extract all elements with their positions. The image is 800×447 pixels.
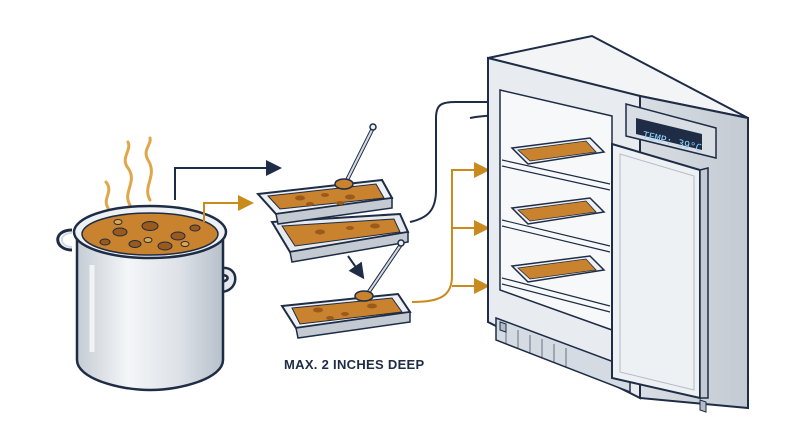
ladle-icon [354,239,405,302]
hotel-pan-icon [280,292,412,339]
hotel-pan-icon [510,137,606,165]
hotel-pan-icon [510,197,606,225]
flow-arrow-icon [174,160,282,222]
wire-shelf-icon [501,159,611,313]
steam-icon [104,136,153,210]
stock-pot-icon [56,136,237,392]
hotel-pan-icon [510,255,606,283]
ladle-icon [334,123,377,190]
flow-arrow-icon [347,255,365,280]
max-depth-label: MAX. 2 INCHES DEEP [284,357,425,372]
refrigerator-icon: TEMP: 39°C [487,34,749,413]
hotel-pan-icon [255,178,410,263]
